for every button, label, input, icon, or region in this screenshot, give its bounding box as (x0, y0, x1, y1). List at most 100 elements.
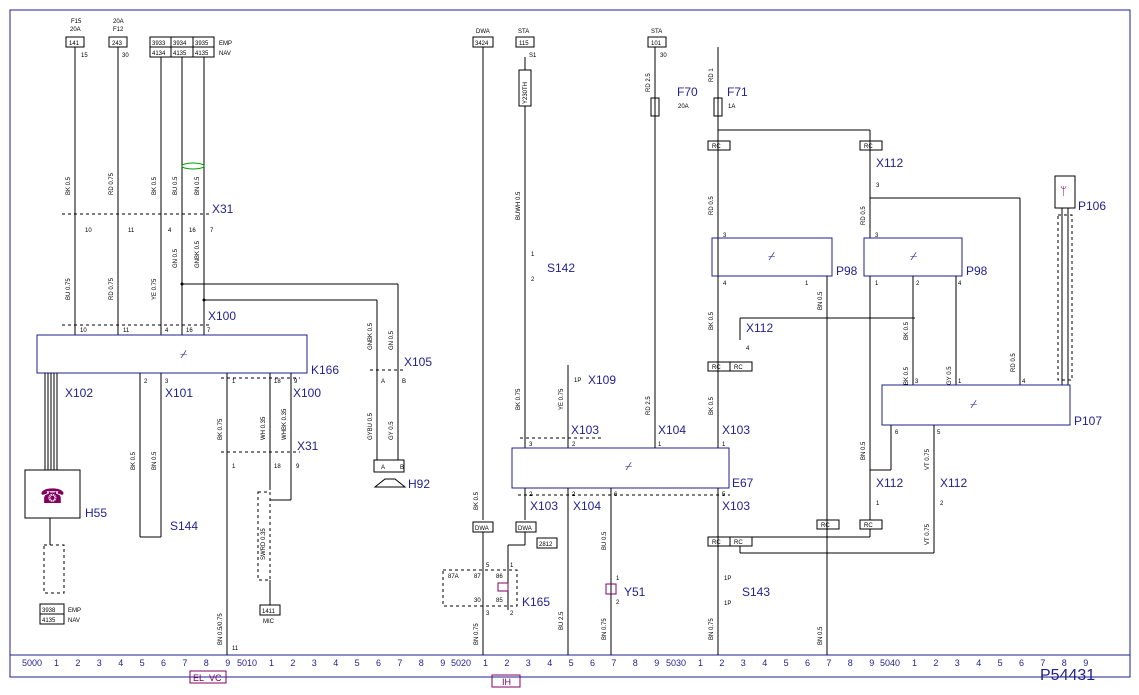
svg-text:RD 0.5: RD 0.5 (1011, 353, 1017, 372)
svg-text:K165: K165 (522, 595, 550, 609)
s144-switch: X101 2 3 BK 0.5 BN 0.5 S144 (131, 373, 198, 538)
svg-text:2: 2 (916, 281, 920, 287)
grid-number: 9 (440, 658, 445, 668)
svg-text:P107: P107 (1074, 414, 1102, 428)
svg-text:4135: 4135 (195, 51, 209, 57)
svg-text:X112: X112 (876, 156, 903, 170)
svg-text:RC: RC (712, 144, 721, 150)
grid-number: 1 (269, 658, 274, 668)
svg-text:H55: H55 (85, 506, 107, 520)
svg-text:10: 10 (85, 228, 92, 234)
svg-text:BK 0.5: BK 0.5 (131, 451, 137, 470)
svg-text:STA: STA (518, 29, 529, 35)
svg-text:18: 18 (274, 464, 281, 470)
svg-text:A: A (381, 465, 385, 471)
svg-text:5: 5 (722, 492, 726, 498)
svg-text:11: 11 (128, 228, 135, 234)
svg-text:9: 9 (294, 379, 298, 385)
svg-text:BU 0.5: BU 0.5 (602, 531, 608, 550)
grid-number: 1 (912, 658, 917, 668)
svg-text:11: 11 (232, 646, 239, 652)
svg-text:RD 0.75: RD 0.75 (109, 277, 115, 300)
svg-text:RD 0.75: RD 0.75 (109, 172, 115, 195)
grid-number: 7 (1040, 658, 1045, 668)
svg-text:BN 0.5: BN 0.5 (152, 451, 158, 470)
svg-text:GYBU 0.5: GYBU 0.5 (368, 412, 374, 440)
grid-number: 8 (633, 658, 638, 668)
svg-text:1: 1 (658, 442, 662, 448)
svg-text:NAV: NAV (68, 618, 80, 624)
svg-text:GY 0.5: GY 0.5 (947, 366, 953, 385)
grid-number: 3 (312, 658, 317, 668)
svg-text:18: 18 (274, 379, 281, 385)
svg-text:BN 0.5: BN 0.5 (818, 626, 824, 645)
svg-text:86: 86 (496, 574, 503, 580)
svg-text:RC: RC (712, 365, 721, 371)
svg-text:K166: K166 (311, 363, 339, 377)
grid-number: 6 (590, 658, 595, 668)
svg-text:16: 16 (189, 228, 196, 234)
center-circuit: Y230TH BUWH 0.5 S142 1 2 BK 0.75 X109 1P… (442, 47, 754, 655)
svg-text:2: 2 (510, 611, 514, 617)
h92-speaker: X105 A B GNBK 0.5 GN 0.5 GYBU 0.5 GY 0.5… (368, 322, 432, 491)
svg-text:3: 3 (529, 442, 533, 448)
svg-text:15: 15 (81, 53, 88, 59)
svg-text:BN 0.5: BN 0.5 (818, 291, 824, 310)
svg-text:A: A (381, 379, 385, 385)
svg-text:WHBK 0.35: WHBK 0.35 (282, 408, 288, 440)
svg-text:S1: S1 (529, 53, 537, 59)
grid-number: 1 (483, 658, 488, 668)
svg-text:YE 0.75: YE 0.75 (559, 388, 565, 410)
source-sta-2: STA 101 30 (647, 29, 667, 59)
source-sta-1: STA 115 S1 (515, 29, 537, 59)
svg-text:4: 4 (723, 281, 727, 287)
svg-text:X104: X104 (658, 423, 686, 437)
grid-number: 5 (998, 658, 1003, 668)
svg-text:IH: IH (502, 677, 511, 687)
svg-text:BK 0.5: BK 0.5 (66, 176, 72, 195)
svg-text:3: 3 (875, 233, 879, 239)
svg-text:X101: X101 (165, 386, 193, 400)
svg-text:B: B (400, 465, 404, 471)
grid-number: 4 (547, 658, 552, 668)
svg-text:6: 6 (614, 492, 618, 498)
svg-text:X105: X105 (404, 355, 432, 369)
svg-text:X31: X31 (212, 202, 234, 216)
h55-handset: X102 ☎ H55 3938 4135 EMP NAV (24, 373, 107, 625)
svg-text:4: 4 (958, 281, 962, 287)
grid-number: 5 (355, 658, 360, 668)
svg-text:4: 4 (165, 328, 169, 334)
svg-text:3: 3 (486, 611, 490, 617)
grid-number: 9 (1083, 658, 1088, 668)
svg-text:DWA: DWA (518, 526, 532, 532)
svg-text:RD 2.5: RD 2.5 (646, 73, 652, 92)
svg-text:11: 11 (123, 328, 130, 334)
svg-text:GNBK 0.5: GNBK 0.5 (368, 322, 374, 350)
svg-text:20A: 20A (678, 104, 689, 110)
grid-number: 8 (204, 658, 209, 668)
svg-text:1: 1 (510, 563, 514, 569)
grid-number: 6 (161, 658, 166, 668)
svg-text:5: 5 (486, 563, 490, 569)
diagram-border (9, 9, 1131, 678)
grid-number: 9 (869, 658, 874, 668)
grid-number: 4 (118, 658, 123, 668)
svg-text:EL_VC: EL_VC (193, 673, 222, 683)
svg-text:BUWH 0.5: BUWH 0.5 (516, 191, 522, 220)
grid-number: 8 (1062, 658, 1067, 668)
svg-text:2: 2 (572, 492, 576, 498)
svg-text:1P: 1P (574, 378, 581, 384)
grid-section-code: 5000 (22, 658, 42, 668)
grid-number: 8 (848, 658, 853, 668)
svg-text:2812: 2812 (539, 542, 553, 548)
svg-text:X100: X100 (293, 386, 321, 400)
grid-number: 9 (654, 658, 659, 668)
svg-text:3424: 3424 (475, 41, 489, 47)
svg-text:MIC: MIC (263, 619, 275, 625)
svg-text:EMP: EMP (219, 41, 232, 47)
svg-text:VT 0.75: VT 0.75 (925, 448, 931, 470)
svg-text:GNBK 0.5: GNBK 0.5 (195, 240, 201, 268)
grid-number: 6 (805, 658, 810, 668)
grid-number: 7 (826, 658, 831, 668)
